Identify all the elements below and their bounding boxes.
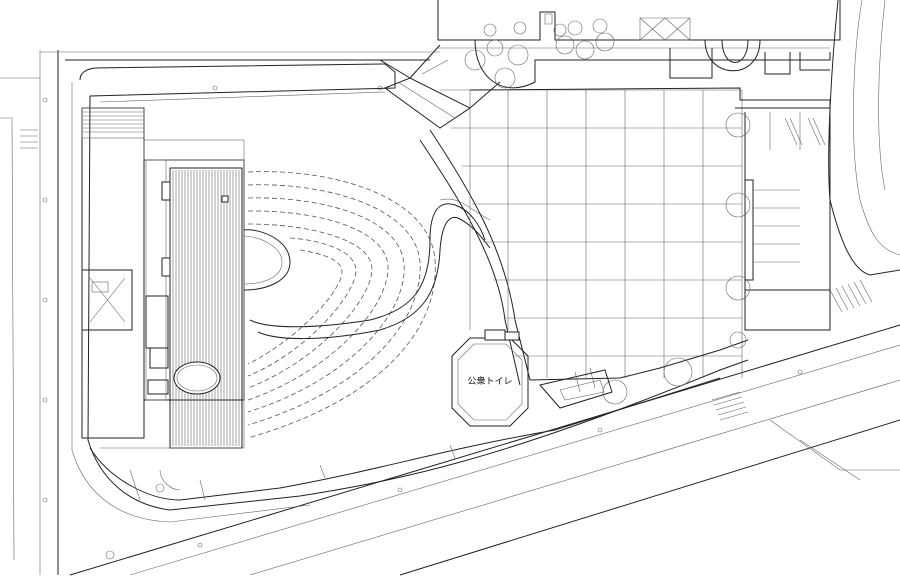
public-toilet-label: 公衆トイレ [467, 375, 512, 387]
bottom-structure [539, 367, 721, 431]
terraced-lawn [243, 171, 491, 439]
public-toilet-building: 公衆トイレ [451, 329, 529, 427]
park-boundary [71, 63, 749, 523]
south-curb [105, 444, 456, 560]
top-buildings [437, 0, 841, 89]
plaza-paving [419, 87, 831, 386]
parking-area [602, 107, 831, 405]
entrance-ramp [379, 44, 501, 129]
main-building [81, 107, 245, 449]
